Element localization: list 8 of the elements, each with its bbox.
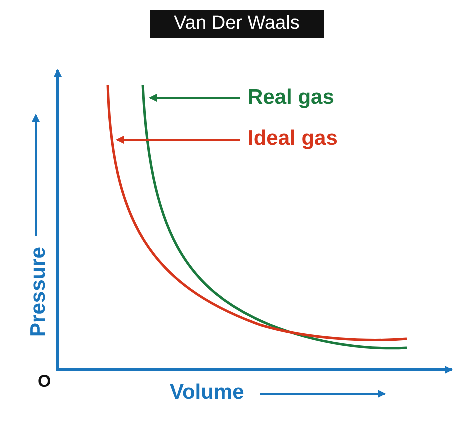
title: Van Der Waals	[150, 10, 324, 38]
curve-label: Real gas	[248, 86, 334, 110]
leader-arrow	[116, 136, 240, 144]
axis-label: Pressure	[26, 247, 51, 337]
origin-label: O	[38, 372, 52, 392]
axis-label: Volume	[170, 381, 244, 405]
leader-arrow	[149, 94, 240, 102]
curve-label: Ideal gas	[248, 127, 338, 151]
